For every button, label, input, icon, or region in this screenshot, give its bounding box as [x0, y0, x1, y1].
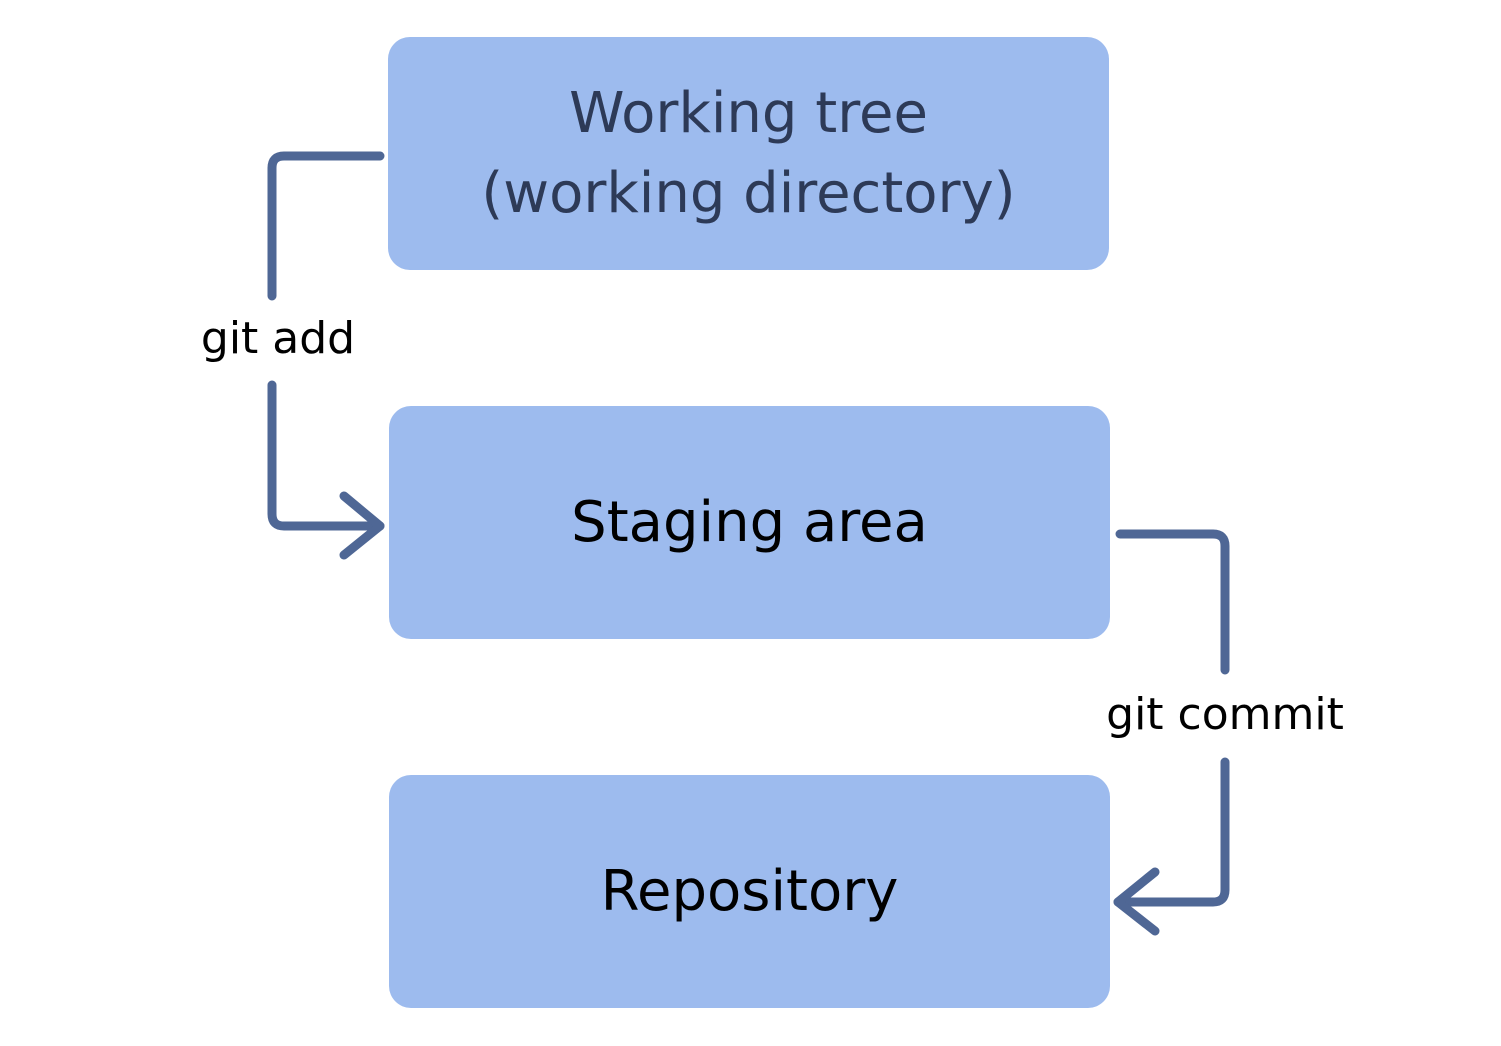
git-add-arrowhead [339, 491, 385, 560]
staging-area-node: Staging area [389, 406, 1110, 639]
git-commit-connector-lower [1113, 757, 1230, 907]
git-commit-label: git commit [1106, 689, 1344, 740]
repository-title: Repository [600, 859, 899, 924]
git-commit-arrowhead [1113, 867, 1160, 936]
repository-node: Repository [389, 775, 1110, 1008]
git-commit-connector-upper [1115, 529, 1230, 675]
git-add-connector-lower [267, 380, 385, 531]
working-tree-subtitle: (working directory) [481, 160, 1016, 226]
working-tree-title: Working tree [569, 80, 928, 146]
staging-area-title: Staging area [571, 490, 928, 555]
git-add-label: git add [200, 313, 356, 364]
working-tree-node: Working tree (working directory) [388, 37, 1109, 270]
git-add-connector-upper [267, 151, 385, 301]
